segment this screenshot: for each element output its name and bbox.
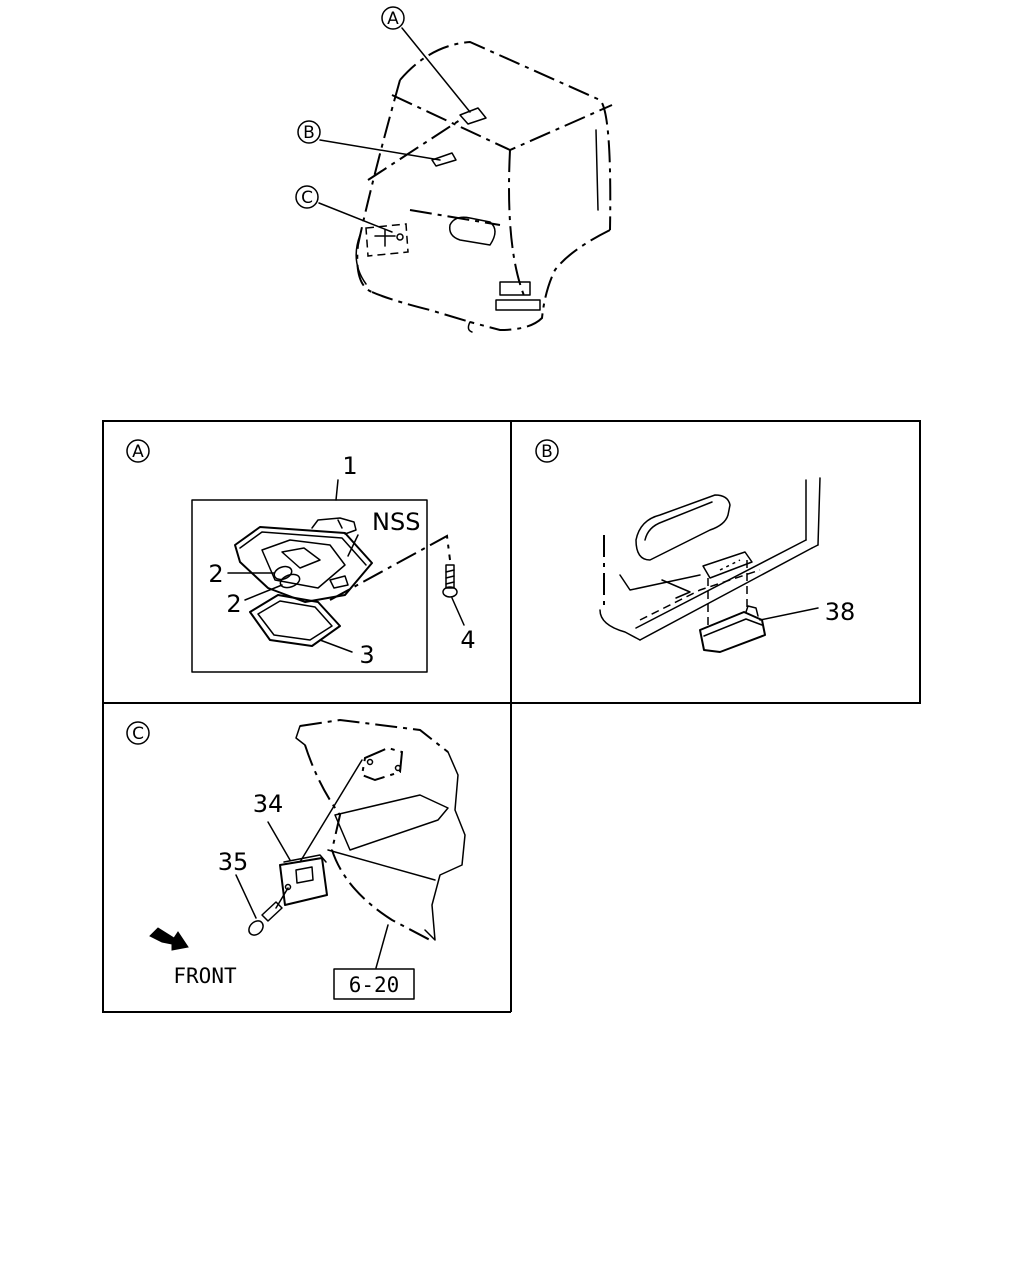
- callout-a-label: A: [387, 9, 399, 29]
- bulb-lower: [279, 573, 301, 589]
- panel-b-callout-circle: [535, 439, 559, 463]
- part-label-38: 38: [825, 598, 856, 626]
- screw-part-35: [248, 887, 289, 936]
- part-label-1: 1: [342, 452, 357, 480]
- callout-circle-c: [295, 185, 319, 209]
- bulb-upper: [273, 565, 293, 581]
- part-label-34: 34: [253, 790, 284, 818]
- front-direction-arrow: [149, 927, 189, 951]
- courtesy-lamp-part-34: [279, 857, 328, 906]
- part-label-3: 3: [359, 641, 374, 669]
- detail-panel-c: C 34 35 FRONT 6-20: [126, 718, 466, 1000]
- dome-lamp-housing: [234, 526, 373, 603]
- lamp-location-c: [365, 223, 409, 257]
- panel-c-callout-label: C: [132, 724, 144, 744]
- part-label-35: 35: [218, 848, 249, 876]
- lamp-location-b: [431, 152, 457, 167]
- reference-box: [333, 968, 415, 1000]
- part-label-4: 4: [460, 626, 475, 654]
- screw-part-4: [442, 564, 458, 598]
- panel-c-callout-circle: [126, 721, 150, 745]
- dome-lamp-lens: [249, 594, 341, 647]
- panel-a-callout-label: A: [132, 442, 144, 462]
- detail-panel-b: B 38: [535, 439, 856, 653]
- reference-label: 6-20: [349, 973, 400, 997]
- callout-circle-a: [381, 6, 405, 30]
- panel-b-callout-label: B: [541, 442, 553, 462]
- truck-cab-overview: A B C: [295, 6, 613, 333]
- lamp-location-a: [459, 107, 487, 125]
- part-label-2-upper: 2: [208, 560, 223, 588]
- detail-panel-a: A 1 NSS 2 2 3: [126, 439, 476, 673]
- map-lamp-part-38: [699, 611, 766, 653]
- panel-a-callout-circle: [126, 439, 150, 463]
- part-label-2-lower: 2: [226, 590, 241, 618]
- callout-circle-b: [297, 120, 321, 144]
- detail-panel-frames: [102, 420, 921, 1013]
- nss-label: NSS: [372, 508, 420, 536]
- front-label: FRONT: [173, 964, 237, 988]
- callout-c-label: C: [301, 188, 313, 208]
- callout-b-label: B: [303, 123, 315, 143]
